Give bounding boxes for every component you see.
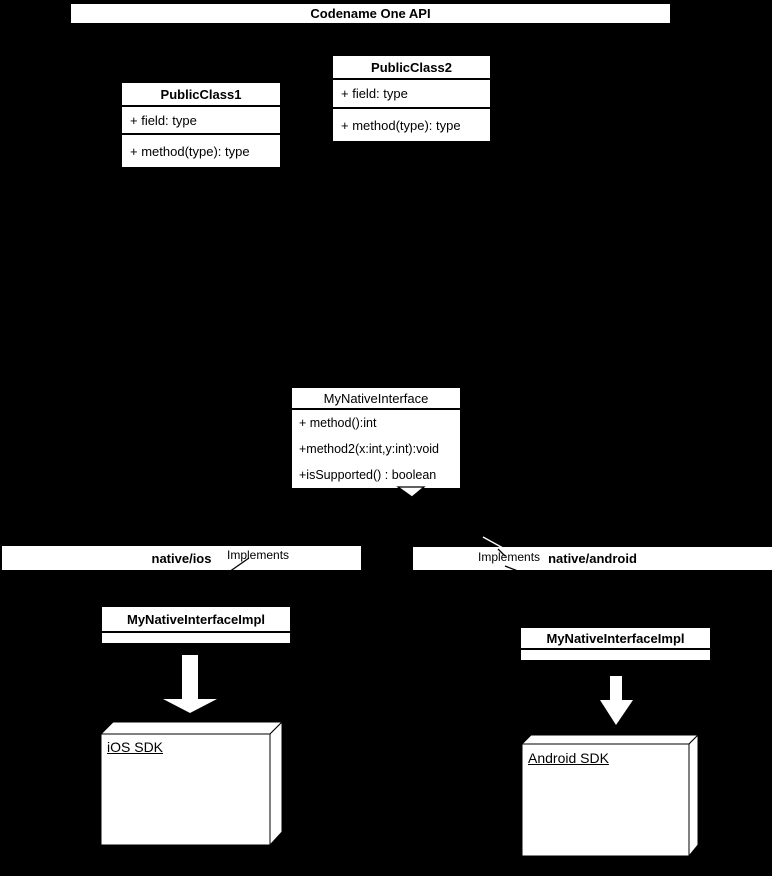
sdk-node-ios-top-face — [99, 721, 284, 735]
sdk-label-android: Android SDK — [528, 750, 609, 766]
class-member-method: + method(type): type — [130, 143, 250, 159]
class-member-method: + method(type): type — [341, 117, 461, 133]
interface-title: MyNativeInterface — [292, 388, 460, 410]
implements-label-ios: Implements — [227, 548, 290, 562]
impl-class-empty-compartment — [102, 633, 290, 643]
class-title-publicclass2: PublicClass2 — [333, 56, 490, 80]
band-native-ios-label: native/ios — [151, 550, 212, 566]
sdk-node-android-right-face — [688, 733, 699, 858]
fat-arrow-down-icon-ios — [163, 655, 217, 713]
codename-one-api-label: Codename One API — [310, 6, 431, 21]
interface-method-row: +method2(x:int,y:int):void — [299, 442, 439, 456]
class-title-publicclass1: PublicClass1 — [122, 83, 280, 107]
class-member-field: + field: type — [333, 80, 490, 109]
class-box-publicclass2: PublicClass2 + field: type + method(type… — [332, 55, 491, 142]
class-box-publicclass1: PublicClass1 + field: type + method(type… — [121, 82, 281, 168]
codename-one-api-bar: Codename One API — [70, 3, 671, 24]
sdk-node-android-top-face — [520, 734, 700, 745]
fat-arrow-down-icon-android — [600, 676, 633, 725]
impl-class-box-ios: MyNativeInterfaceImpl — [101, 606, 291, 644]
sdk-node-ios-right-face — [269, 720, 283, 847]
band-native-ios: native/ios — [2, 546, 361, 570]
implements-label-android: Implements — [478, 550, 541, 564]
sdk-label-ios: iOS SDK — [107, 739, 164, 755]
impl-class-empty-compartment — [521, 650, 710, 660]
interface-box-mynativeinterface: MyNativeInterface + method():int +method… — [291, 387, 461, 489]
interface-method-row: + method():int — [299, 416, 377, 430]
band-native-android: native/android — [413, 547, 772, 570]
band-native-android-label: native/android — [548, 551, 637, 566]
interface-method-row: +isSupported() : boolean — [299, 468, 437, 482]
class-member-field: + field: type — [122, 107, 280, 135]
impl-class-box-android: MyNativeInterfaceImpl — [520, 627, 711, 661]
impl-class-title-ios: MyNativeInterfaceImpl — [102, 607, 290, 633]
impl-class-title-android: MyNativeInterfaceImpl — [521, 628, 710, 650]
